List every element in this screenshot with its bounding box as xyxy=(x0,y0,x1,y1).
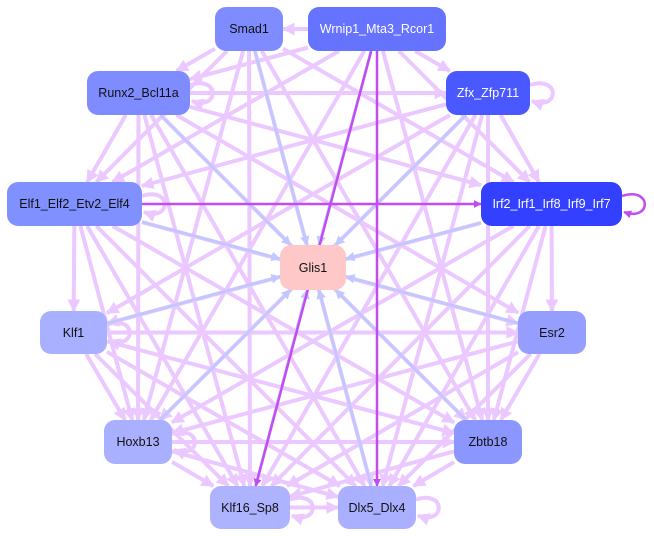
node-zbtb18[interactable]: Zbtb18 xyxy=(454,420,522,464)
node-esr2[interactable]: Esr2 xyxy=(518,311,586,354)
node-zfx[interactable]: Zfx_Zfp711 xyxy=(446,71,530,115)
node-label: Zbtb18 xyxy=(468,435,508,449)
edge-irf2-glis1 xyxy=(345,221,482,262)
edge-dlx5-dlx5 xyxy=(415,495,441,526)
edge-zbtb18-glis1 xyxy=(334,288,467,422)
node-label: Smad1 xyxy=(229,22,269,36)
node-elf1[interactable]: Elf1_Elf2_Etv2_Elf4 xyxy=(7,182,142,226)
edge-klf1-klf1 xyxy=(106,320,132,351)
edge-klf1-glis1 xyxy=(106,274,281,325)
node-label: Dlx5_Dlx4 xyxy=(348,500,406,515)
edge-irf2-irf2 xyxy=(621,193,646,219)
edge-esr2-zbtb18 xyxy=(499,352,542,422)
edge-esr2-klf16 xyxy=(285,350,520,488)
edge-wrnip1-zfx xyxy=(414,49,451,73)
edge-esr2-glis1 xyxy=(345,274,519,325)
edge-hoxb13-hoxb13 xyxy=(171,430,197,460)
edge-runx2-irf2 xyxy=(189,104,483,189)
node-label: Klf1 xyxy=(62,325,85,340)
edge-smad1-klf16 xyxy=(243,50,257,488)
edge-wrnip1-hoxb13 xyxy=(149,49,366,422)
edge-zfx-klf16 xyxy=(260,114,478,488)
edge-runx2-esr2 xyxy=(175,113,520,315)
node-smad1[interactable]: Smad1 xyxy=(215,7,283,51)
edge-zfx-elf1 xyxy=(140,102,447,190)
node-klf1[interactable]: Klf1 xyxy=(40,311,107,354)
edge-zfx-klf1 xyxy=(105,113,451,315)
node-irf2[interactable]: Irf2_Irf1_Irf8_Irf9_Irf7 xyxy=(481,182,622,226)
edge-runx2-dlx5 xyxy=(149,114,367,488)
edge-hoxb13-klf16 xyxy=(170,460,215,488)
node-label: Klf16_Sp8 xyxy=(221,500,279,515)
edge-zfx-zfx xyxy=(529,81,555,111)
node-dlx5[interactable]: Dlx5_Dlx4 xyxy=(338,486,416,529)
node-label: Zfx_Zfp711 xyxy=(456,86,520,100)
edge-smad1-glis1 xyxy=(253,50,310,246)
node-runx2[interactable]: Runx2_Bcl11a xyxy=(87,71,190,115)
edge-wrnip1-runx2 xyxy=(188,45,309,83)
node-label: Elf1_Elf2_Etv2_Elf4 xyxy=(19,197,130,211)
edge-zfx-glis1 xyxy=(334,113,467,247)
edge-runx2-glis1 xyxy=(159,113,292,247)
node-klf16[interactable]: Klf16_Sp8 xyxy=(210,486,290,529)
node-hoxb13[interactable]: Hoxb13 xyxy=(104,420,172,464)
edge-elf1-glis1 xyxy=(141,220,281,262)
node-wrnip1[interactable]: Wrnip1_Mta3_Rcor1 xyxy=(308,7,446,51)
edge-elf1-klf1 xyxy=(67,225,81,313)
edge-zbtb18-klf16 xyxy=(288,449,455,500)
edge-dlx5-glis1 xyxy=(316,289,373,487)
edge-hoxb13-glis1 xyxy=(159,288,292,422)
edge-smad1-runx2 xyxy=(175,46,217,73)
edge-zbtb18-dlx5 xyxy=(412,460,456,488)
edge-irf2-hoxb13 xyxy=(170,224,515,425)
node-label: Glis1 xyxy=(298,260,328,275)
edge-klf16-klf16 xyxy=(289,495,315,526)
node-glis1[interactable]: Glis1 xyxy=(280,245,346,290)
edge-elf1-zbtb18 xyxy=(111,224,456,425)
node-label: Esr2 xyxy=(539,325,565,340)
edge-smad1-zbtb18 xyxy=(260,49,477,422)
node-label: Runx2_Bcl11a xyxy=(98,86,179,100)
node-label: Hoxb13 xyxy=(116,435,160,449)
edge-runx2-elf1 xyxy=(85,114,128,184)
edge-runx2-runx2 xyxy=(189,81,215,111)
node-label: Irf2_Irf1_Irf8_Irf9_Irf7 xyxy=(492,197,611,211)
edge-zfx-irf2 xyxy=(498,114,541,184)
edge-klf1-hoxb13 xyxy=(84,352,127,422)
node-label: Wrnip1_Mta3_Rcor1 xyxy=(319,22,435,36)
